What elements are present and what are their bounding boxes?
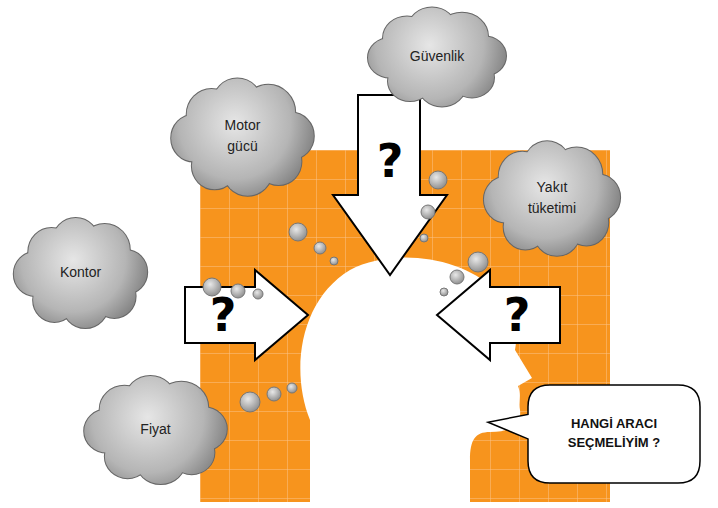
thought-dots: [203, 171, 488, 412]
node-content: HANGİ ARACI SEÇMELİYİM ?: [528, 385, 700, 483]
cloud-label: Kontor: [36, 262, 126, 283]
left-pointing-arrow: [437, 270, 560, 360]
cloud-outline: [484, 141, 620, 256]
cloud-outline: [368, 7, 506, 106]
cloud-fill: [84, 376, 227, 484]
question-mark: ?: [492, 292, 542, 338]
cloud-fill: [171, 78, 314, 195]
question-mark: ?: [198, 292, 248, 338]
node-content: Fiyat: [78, 370, 233, 488]
node-content: Güvenlik: [362, 2, 512, 110]
thought-cloud: Güvenlik: [362, 2, 512, 110]
cloud-label: Güvenlik: [392, 46, 482, 67]
bubble-text: HANGİ ARACI SEÇMELİYİM ?: [566, 415, 662, 453]
cloud-fill: [484, 141, 620, 256]
cloud-label: Fiyat: [111, 419, 201, 440]
cloud-fill: [14, 218, 147, 328]
bubble-shape: [528, 385, 700, 483]
cloud-label: Yakıt tüketimi: [517, 177, 587, 219]
right-pointing-arrow: [185, 270, 308, 360]
thought-cloud: Fiyat: [78, 370, 233, 488]
cloud-fill: [368, 7, 506, 106]
cloud-shape: [478, 135, 626, 260]
question-mark: ?: [365, 138, 415, 184]
cloud-outline: [84, 376, 227, 484]
cloud-outline: [14, 218, 147, 328]
speech-bubble-outline: [488, 385, 700, 483]
cloud-outline: [171, 78, 314, 195]
speech-bubble: HANGİ ARACI SEÇMELİYİM ?: [528, 385, 700, 483]
node-content: Kontor: [8, 212, 153, 332]
cloud-shape: [165, 72, 320, 200]
thought-cloud: Yakıt tüketimi: [478, 135, 626, 260]
node-content: Motor gücü: [165, 72, 320, 200]
cloud-label: Motor gücü: [215, 115, 270, 157]
node-content: Yakıt tüketimi: [478, 135, 626, 260]
down-arrow: [333, 95, 447, 275]
thought-cloud: Motor gücü: [165, 72, 320, 200]
thought-cloud: Kontor: [8, 212, 153, 332]
